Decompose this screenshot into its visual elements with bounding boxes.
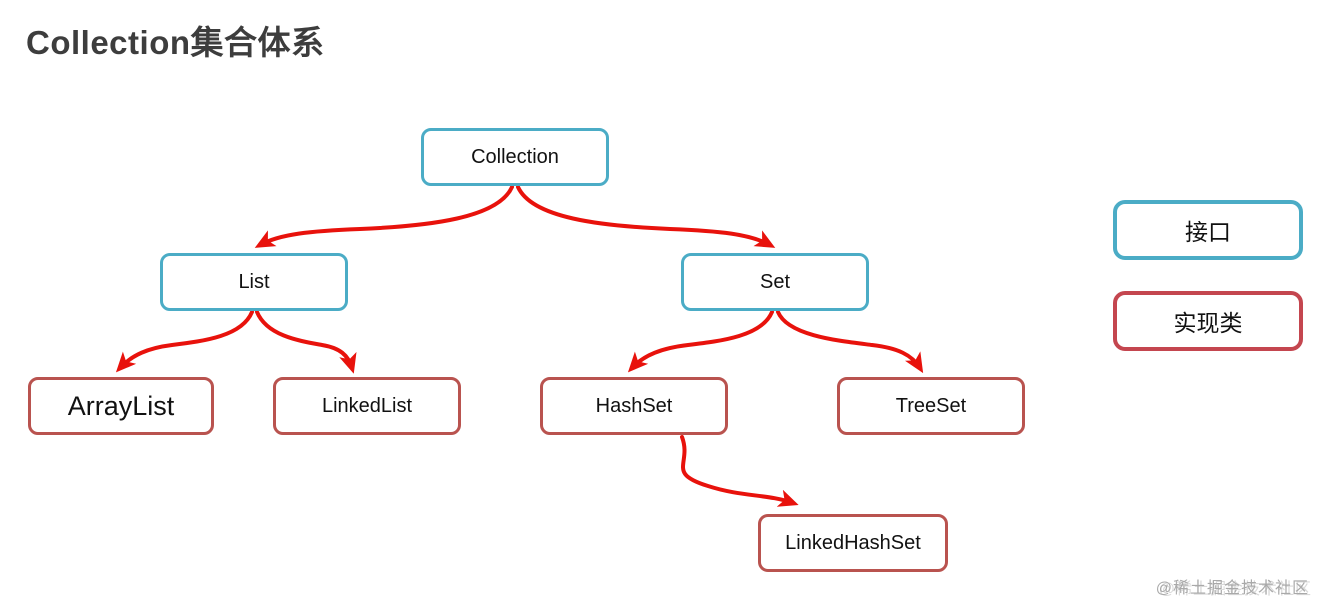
node-collection: Collection <box>421 128 609 186</box>
node-linkedlist: LinkedList <box>273 377 461 435</box>
edge-hashset-to-linkedhashset <box>680 435 799 507</box>
legend-interface: 接口 <box>1113 200 1303 260</box>
edge-collection-to-list <box>254 185 514 248</box>
node-arraylist: ArrayList <box>28 377 214 435</box>
node-treeset: TreeSet <box>837 377 1025 435</box>
edge-list-to-linkedlist <box>255 310 357 374</box>
node-set-label: Set <box>759 270 791 293</box>
edge-collection-to-set <box>516 185 776 248</box>
node-linkedhashset-label: LinkedHashSet <box>785 531 921 554</box>
legend-interface-label: 接口 <box>1185 219 1231 245</box>
node-linkedhashset: LinkedHashSet <box>758 514 948 572</box>
node-hashset: HashSet <box>540 377 728 435</box>
node-list-label: List <box>238 270 270 293</box>
node-linkedlist-label: LinkedList <box>321 394 413 417</box>
edge-list-to-arraylist <box>115 310 254 373</box>
node-arraylist-label: ArrayList <box>67 390 175 421</box>
edge-set-to-treeset <box>776 310 924 374</box>
node-treeset-label: TreeSet <box>895 394 967 417</box>
page-title: Collection集合体系 <box>26 24 325 61</box>
watermark: @稀土掘金技术社区 <box>1155 580 1309 597</box>
edge-set-to-hashset <box>627 310 774 373</box>
node-collection-label: Collection <box>471 145 559 168</box>
node-set: Set <box>681 253 869 311</box>
node-list: List <box>160 253 348 311</box>
legend-implementation-class: 实现类 <box>1113 291 1303 351</box>
legend-implementation-class-label: 实现类 <box>1173 310 1243 336</box>
node-hashset-label: HashSet <box>595 394 673 417</box>
